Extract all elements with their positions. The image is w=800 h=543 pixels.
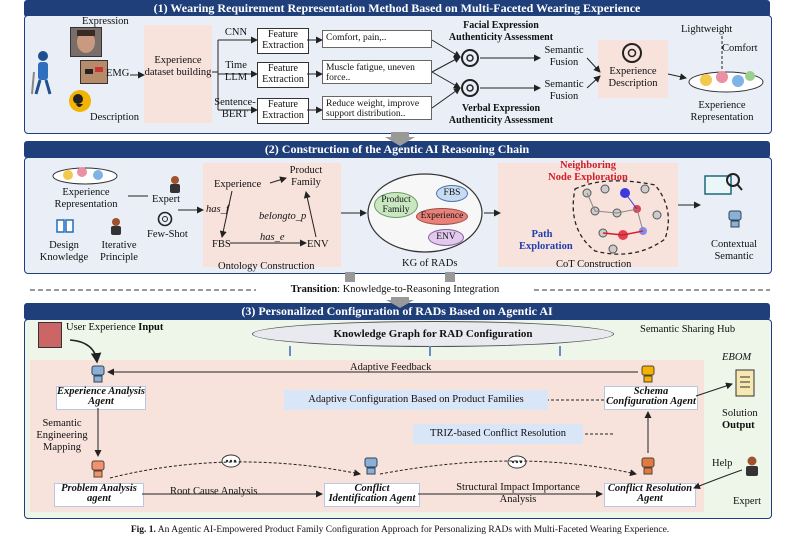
face-photo-icon xyxy=(70,27,102,57)
adaptive-config-box: Adaptive Configuration Based on Product … xyxy=(284,390,548,410)
book-icon xyxy=(56,218,74,234)
expert-label-s3: Expert xyxy=(733,496,761,507)
semantic-fusion-1: Semantic Fusion xyxy=(544,45,584,68)
output-comfort: Comfort, pain,.. xyxy=(322,30,432,48)
problem-analysis-agent: Problem Analysis agent xyxy=(54,483,144,507)
kg-env: ENV xyxy=(428,229,464,246)
section1-title: (1) Wearing Requirement Representation M… xyxy=(24,0,770,17)
conflict-resolution-agent: Conflict Resolution Agent xyxy=(604,483,696,507)
dataset-building-label: Experience dataset building xyxy=(144,55,212,78)
llm-logo-icon-3 xyxy=(621,42,643,64)
kg-experience: Experience xyxy=(416,208,468,225)
path-exploration-label: Path Exploration xyxy=(519,229,573,252)
s2-iterative-principle: Iterative Principle xyxy=(100,240,138,263)
feature-extraction-box-3: Feature Extraction xyxy=(257,98,309,124)
ont-env: ENV xyxy=(307,239,329,250)
user-input-label: User Experience Input xyxy=(66,322,163,334)
lightweight-label: Lightweight xyxy=(681,24,733,35)
transition-line: Transition: Knowledge-to-Reasoning Integ… xyxy=(260,283,530,297)
output-reduce: Reduce weight, improve support distribut… xyxy=(322,96,432,120)
contextual-semantic-label: Contextual Semantic xyxy=(710,239,758,262)
expert-person-icon xyxy=(168,175,182,193)
semantic-mapping-label: Semantic Engineering Mapping xyxy=(36,418,88,453)
book-search-icon xyxy=(703,170,743,198)
ontology-band xyxy=(203,163,341,267)
elderly-person-icon xyxy=(30,50,56,96)
s2-few-shot: Few-Shot xyxy=(147,229,188,240)
ont-product-family: Product Family xyxy=(289,165,323,188)
user-input-prefix: User Experience xyxy=(66,322,139,333)
s2-experience-representation: Experience Representation xyxy=(54,187,118,210)
user-photo-icon xyxy=(38,322,62,348)
ont-fbs: FBS xyxy=(212,239,231,250)
ont-has-f: has_f xyxy=(206,204,229,215)
ebom-scroll-icon xyxy=(734,368,756,398)
dataset-band xyxy=(144,25,212,123)
facial-assessment-label: Facial Expression Authenticity Assessmen… xyxy=(448,20,554,43)
transition-label: Transition xyxy=(290,284,338,295)
speaking-head-icon xyxy=(69,90,91,112)
triz-box: TRIZ-based Conflict Resolution xyxy=(413,424,583,444)
method-cnn: CNN xyxy=(224,27,248,38)
figure-caption-text: An Agentic AI-Empowered Product Family C… xyxy=(155,525,670,535)
llm-logo-icon xyxy=(460,48,480,68)
cot-graph xyxy=(565,179,675,259)
experience-representation-label: Experience Representation xyxy=(690,100,754,123)
s2-design-knowledge: Design Knowledge xyxy=(39,240,89,263)
few-shot-logo-icon xyxy=(157,211,173,227)
ont-experience: Experience xyxy=(214,179,262,190)
schema-configuration-agent: Schema Configuration Agent xyxy=(604,386,698,410)
expression-label: Expression xyxy=(82,16,129,27)
ont-belongto-p: belongto_p xyxy=(259,211,307,222)
robot-icon-contextual xyxy=(727,208,743,228)
comfort-label: Comfort xyxy=(722,43,758,54)
semantic-fusion-2: Semantic Fusion xyxy=(544,79,584,102)
chat-bubble-icon-1 xyxy=(220,454,242,470)
emg-label: EMG xyxy=(106,68,130,79)
feature-extraction-box-2: Feature Extraction xyxy=(257,62,309,88)
feature-extraction-box-1: Feature Extraction xyxy=(257,28,309,54)
ebom-label: EBOM xyxy=(722,352,752,363)
s2-expert: Expert xyxy=(152,194,180,205)
cot-band xyxy=(498,163,678,267)
structural-impact-label: Structural Impact Importance Analysis xyxy=(456,482,580,505)
figure-label: Fig. 1. xyxy=(130,525,156,535)
root-cause-label: Root Cause Analysis xyxy=(170,486,258,497)
iterative-person-icon xyxy=(109,217,123,235)
llm-logo-icon-2 xyxy=(460,78,480,98)
method-time-llm: Time LLM xyxy=(224,60,248,83)
kg-fbs: FBS xyxy=(436,185,468,202)
help-label: Help xyxy=(712,458,733,469)
figure-caption: Fig. 1. An Agentic AI-Empowered Product … xyxy=(0,525,800,535)
description-label: Description xyxy=(90,112,139,123)
output-label: Output xyxy=(722,420,755,431)
experience-ellipse-icon xyxy=(686,64,766,94)
semantic-hub-label: Semantic Sharing Hub xyxy=(640,324,736,335)
conflict-identification-agent: Conflict Identification Agent xyxy=(324,483,420,507)
method-sbert: Sentence-BERT xyxy=(214,97,256,120)
kg-product-family: Product Family xyxy=(374,192,418,218)
neighboring-label: Neighboring Node Exploration xyxy=(548,160,628,183)
adaptive-feedback-label: Adaptive Feedback xyxy=(350,362,432,373)
emg-sensor-icon xyxy=(80,60,108,84)
ont-caption: Ontology Construction xyxy=(218,261,315,272)
ont-has-e: has_e xyxy=(260,232,285,243)
user-input-bold: Input xyxy=(138,322,164,333)
output-fatigue: Muscle fatigue, uneven force.. xyxy=(322,60,432,84)
experience-description-label: Experience Description xyxy=(608,66,658,89)
verbal-assessment-label: Verbal Expression Authenticity Assessmen… xyxy=(448,103,554,126)
solution-label: Solution xyxy=(722,408,758,419)
expert-person-icon-s3 xyxy=(744,456,760,476)
kg-caption: KG of RADs xyxy=(402,258,458,269)
section2-title: (2) Construction of the Agentic AI Reaso… xyxy=(24,141,770,158)
kg-config-cloud: Knowledge Graph for RAD Configuration xyxy=(252,321,614,347)
section3-title: (3) Personalized Configuration of RADs B… xyxy=(24,303,770,320)
experience-rep-icon xyxy=(50,163,120,185)
transition-text: : Knowledge-to-Reasoning Integration xyxy=(337,284,500,295)
experience-analysis-agent: Experience Analysis Agent xyxy=(56,386,146,410)
cot-caption: CoT Construction xyxy=(556,259,632,270)
